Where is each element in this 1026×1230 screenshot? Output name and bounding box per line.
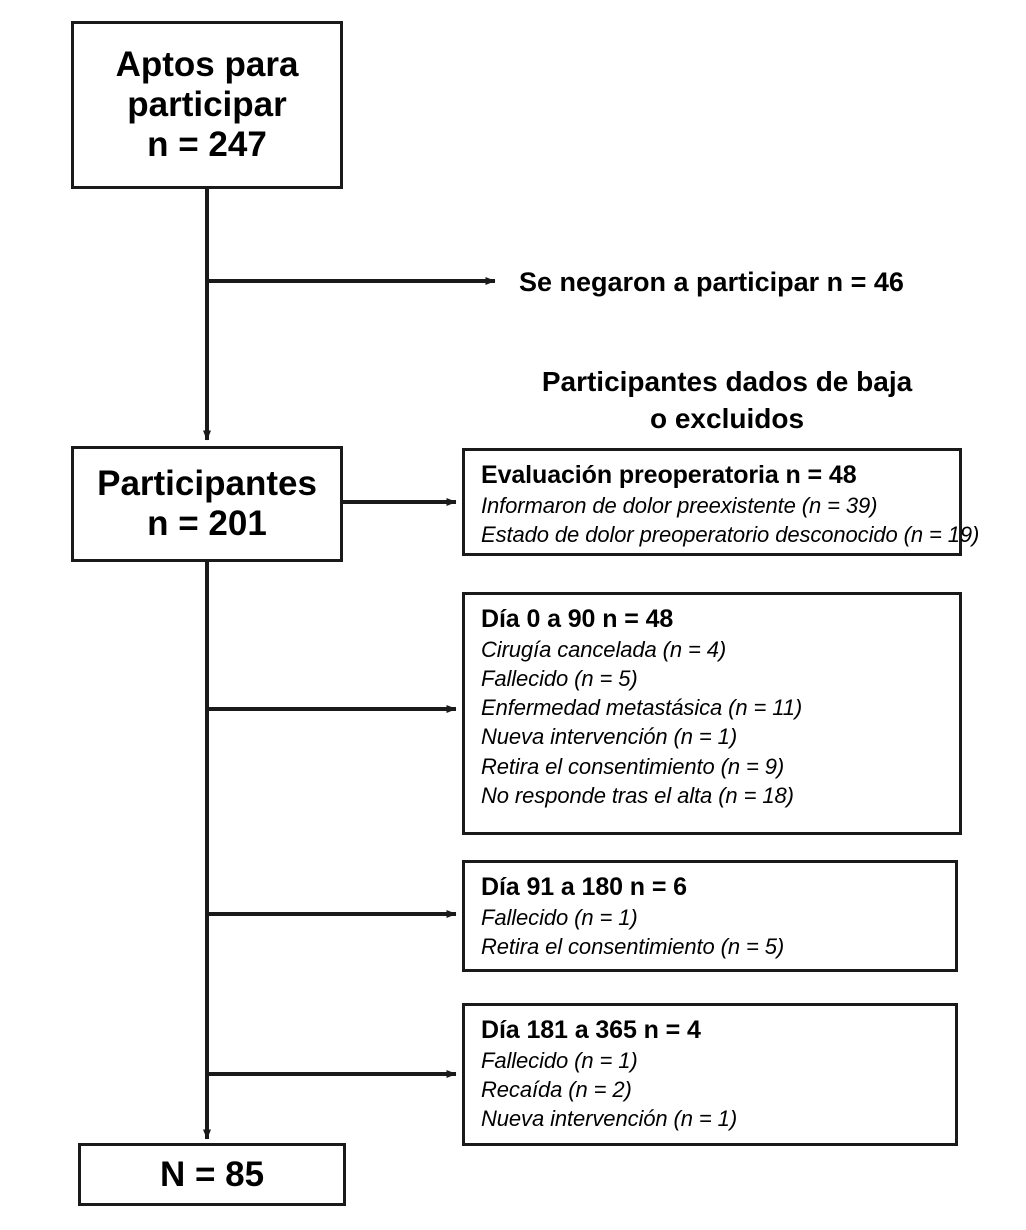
exclusion-reason: Estado de dolor preoperatorio desconocid… bbox=[481, 521, 980, 547]
exclusion-reason: Fallecido (n = 5) bbox=[481, 665, 638, 691]
exclusion-reason: Informaron de dolor preexistente (n = 39… bbox=[481, 492, 878, 518]
label-refused-to-participate: Se negaron a participar n = 46 bbox=[519, 267, 904, 297]
exclusion-reason: Nueva intervención (n = 1) bbox=[481, 1106, 738, 1131]
exclusion-title: Día 181 a 365 n = 4 bbox=[481, 1016, 701, 1044]
exclusion-reason: Nueva intervención (n = 1) bbox=[481, 724, 738, 750]
exclusions-header-line-2: o excluidos bbox=[649, 403, 805, 435]
node-enrolled-participants: Participantes n = 201 bbox=[71, 446, 343, 562]
exclusion-reason: Recaída (n = 2) bbox=[481, 1076, 632, 1102]
node-eligible-participants: Aptos para participar n = 247 bbox=[71, 21, 343, 189]
exclusion-reason: No responde tras el alta (n = 18) bbox=[481, 782, 794, 808]
node-final-sample: N = 85 bbox=[78, 1143, 346, 1206]
exclusions-header-line-1: Participantes dados de baja bbox=[541, 366, 913, 397]
exclusion-box-day-0-90: Día 0 a 90 n = 48 Cirugía cancelada (n =… bbox=[462, 592, 962, 835]
node-eligible-line-3: n = 247 bbox=[147, 124, 267, 164]
exclusion-title: Evaluación preoperatoria n = 48 bbox=[481, 461, 857, 489]
node-participants-line-1: Participantes bbox=[97, 464, 317, 504]
exclusion-box-preop: Evaluación preoperatoria n = 48 Informar… bbox=[462, 448, 980, 556]
exclusion-reason: Fallecido (n = 1) bbox=[481, 1047, 638, 1073]
node-final-line-1: N = 85 bbox=[159, 1154, 265, 1194]
node-participants-line-2: n = 201 bbox=[147, 504, 267, 543]
exclusion-title: Día 91 a 180 n = 6 bbox=[481, 873, 687, 901]
exclusion-box-day-91-180: Día 91 a 180 n = 6 Fallecido (n = 1) Ret… bbox=[462, 860, 958, 972]
exclusion-reason: Retira el consentimiento (n = 5) bbox=[481, 933, 785, 959]
node-eligible-line-2: participar bbox=[127, 85, 287, 125]
exclusion-box-day-181-365: Día 181 a 365 n = 4 Fallecido (n = 1) Re… bbox=[462, 1003, 958, 1146]
exclusion-reason: Cirugía cancelada (n = 4) bbox=[481, 636, 727, 662]
exclusion-reason: Fallecido (n = 1) bbox=[481, 904, 638, 930]
exclusion-title: Día 0 a 90 n = 48 bbox=[481, 605, 674, 633]
exclusion-reason: Retira el consentimiento (n = 9) bbox=[481, 753, 785, 779]
label-exclusions-header: Participantes dados de baja o excluidos bbox=[492, 363, 962, 437]
node-eligible-line-1: Aptos para bbox=[115, 45, 299, 85]
exclusion-reason: Enfermedad metastásica (n = 11) bbox=[481, 695, 803, 720]
